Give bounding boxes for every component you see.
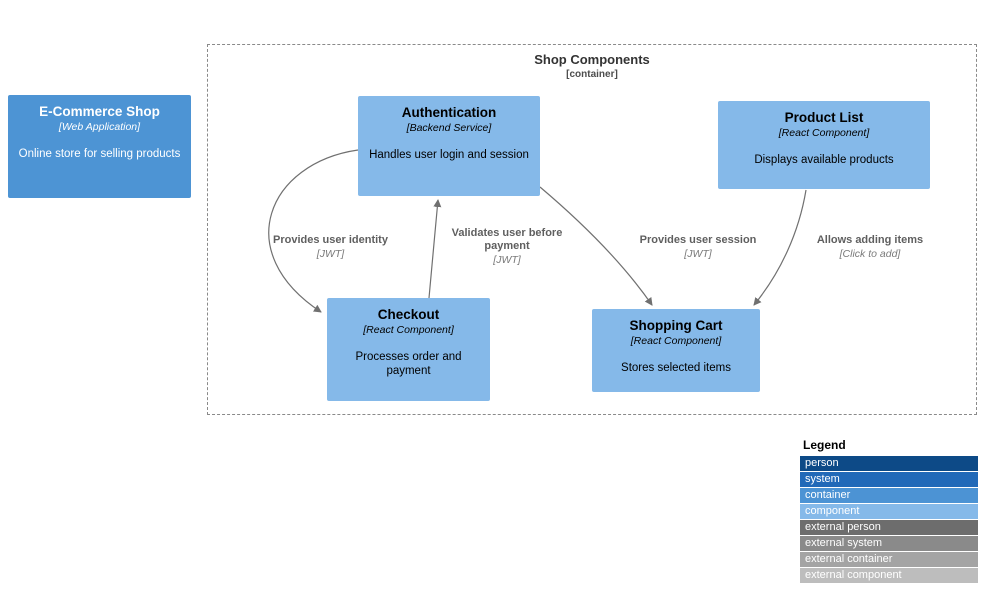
node-desc: Handles user login and session <box>369 149 529 161</box>
boundary-subtitle: [container] <box>566 69 618 80</box>
node-type: [React Component] <box>778 127 870 139</box>
legend-item: external component <box>800 568 978 583</box>
node-type: [Web Application] <box>58 121 141 133</box>
legend-item: system <box>800 472 978 487</box>
legend-item: external person <box>800 520 978 535</box>
node-title: Checkout <box>377 307 440 322</box>
node-authentication: Authentication [Backend Service] Handles… <box>358 96 540 196</box>
container-boundary: Shop Components [container] <box>207 44 977 415</box>
node-type: [React Component] <box>363 324 454 336</box>
node-desc: Displays available products <box>754 154 894 166</box>
node-desc: Online store for selling products <box>18 148 181 160</box>
node-shopping-cart: Shopping Cart [React Component] Stores s… <box>592 309 760 392</box>
node-product-list: Product List [React Component] Displays … <box>718 101 930 189</box>
legend-item: external container <box>800 552 978 567</box>
legend-item: container <box>800 488 978 503</box>
node-type: [React Component] <box>630 335 722 347</box>
node-title: Product List <box>784 110 864 125</box>
node-checkout: Checkout [React Component] Processes ord… <box>327 298 490 401</box>
node-desc: Processes order and payment <box>355 351 462 377</box>
legend-item: component <box>800 504 978 519</box>
node-title: E-Commerce Shop <box>39 104 160 119</box>
legend-item: external system <box>800 536 978 551</box>
node-ecommerce-shop: E-Commerce Shop [Web Application] Online… <box>8 95 191 198</box>
node-title: Authentication <box>401 105 497 120</box>
node-type: [Backend Service] <box>406 122 492 134</box>
legend-title: Legend <box>803 438 846 452</box>
node-title: Shopping Cart <box>629 318 723 333</box>
node-desc: Stores selected items <box>621 362 731 374</box>
boundary-title: Shop Components <box>534 52 650 67</box>
legend-item: person <box>800 456 978 471</box>
